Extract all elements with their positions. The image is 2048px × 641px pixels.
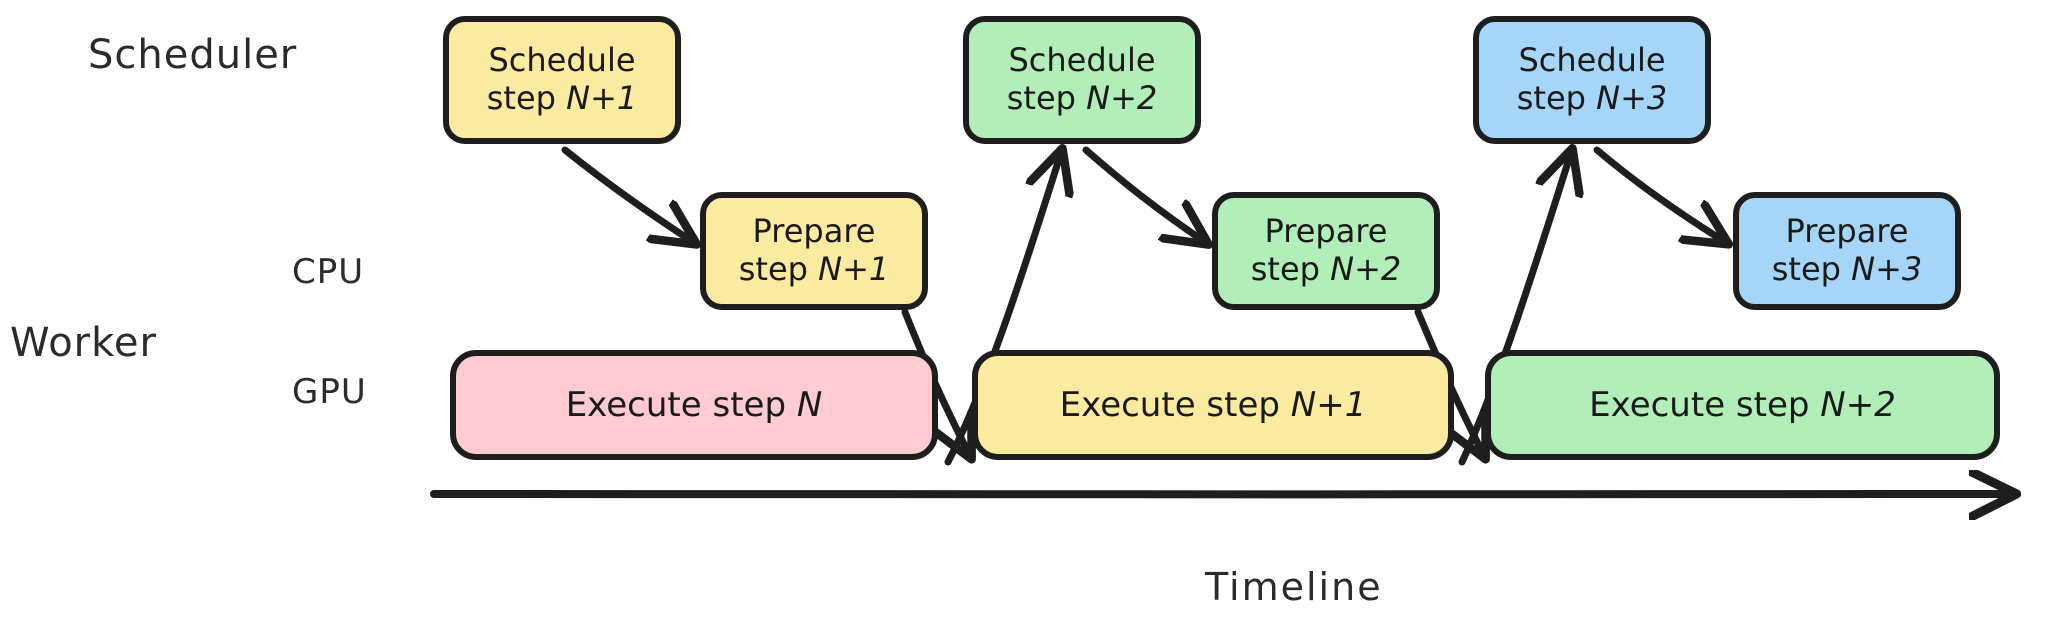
task-line-2: step N+3 <box>1516 79 1668 117</box>
task-line-1: Schedule <box>1008 41 1156 80</box>
task-box-prepare-n1[interactable]: Prepare step N+1 <box>700 192 928 310</box>
task-box-schedule-n2[interactable]: Schedule step N+2 <box>963 16 1201 144</box>
arrow-schedule2-to-prepare2 <box>1082 146 1202 240</box>
task-line-1: Execute step N+2 <box>1589 384 1896 425</box>
lane-label-cpu: CPU <box>292 252 365 292</box>
task-box-execute-n1[interactable]: Execute step N+1 <box>972 350 1454 460</box>
task-box-schedule-n1[interactable]: Schedule step N+1 <box>443 16 681 144</box>
task-line-2: step N+1 <box>738 250 890 288</box>
task-box-execute-n2[interactable]: Execute step N+2 <box>1485 350 2000 460</box>
task-box-prepare-n3[interactable]: Prepare step N+3 <box>1733 192 1961 310</box>
task-line-1: Schedule <box>1518 41 1666 80</box>
task-line-1: Prepare <box>1785 212 1909 251</box>
timeline-arrow-line <box>430 493 2008 495</box>
task-line-2: step N+2 <box>1250 250 1402 288</box>
arrow-schedule1-to-prepare1 <box>561 146 690 240</box>
task-box-schedule-n3[interactable]: Schedule step N+3 <box>1473 16 1711 144</box>
lane-label-gpu: GPU <box>292 372 367 412</box>
task-box-execute-n[interactable]: Execute step N <box>450 350 938 460</box>
timeline-caption: Timeline <box>1205 565 1383 609</box>
task-line-1: Execute step N <box>565 384 823 425</box>
arrow-schedule3-to-prepare3 <box>1593 146 1722 240</box>
task-line-1: Prepare <box>1264 212 1388 251</box>
task-line-2: step N+1 <box>486 79 638 117</box>
task-line-2: step N+2 <box>1006 79 1158 117</box>
lane-label-scheduler: Scheduler <box>88 32 298 78</box>
task-box-prepare-n2[interactable]: Prepare step N+2 <box>1212 192 1440 310</box>
task-line-1: Prepare <box>752 212 876 251</box>
task-line-1: Execute step N+1 <box>1059 384 1367 425</box>
task-line-1: Schedule <box>488 41 636 80</box>
task-line-2: step N+3 <box>1771 250 1923 288</box>
lane-label-worker: Worker <box>10 320 157 366</box>
timeline-axis <box>430 470 2030 520</box>
